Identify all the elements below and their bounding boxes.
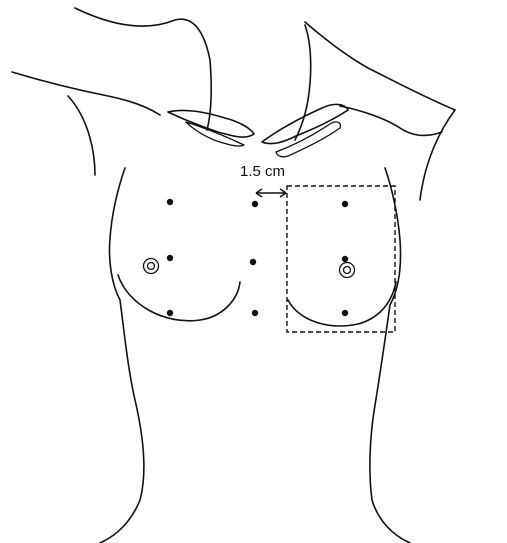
placement-dot bbox=[250, 259, 256, 265]
torso-left-side bbox=[100, 168, 144, 543]
placement-dot bbox=[342, 256, 348, 262]
placement-dot bbox=[252, 310, 258, 316]
left-forearm bbox=[12, 72, 160, 115]
torso-right-side bbox=[370, 168, 410, 543]
right-upper-arm bbox=[295, 25, 311, 140]
right-nipple bbox=[340, 263, 355, 278]
placement-dot bbox=[167, 310, 173, 316]
left-hand bbox=[168, 110, 254, 137]
placement-dot bbox=[342, 310, 348, 316]
placement-dot bbox=[252, 201, 258, 207]
right-breast-outline bbox=[288, 282, 396, 326]
left-breast-outline bbox=[118, 275, 240, 321]
left-armpit-line bbox=[68, 96, 95, 175]
placement-dot bbox=[167, 199, 173, 205]
right-forearm-lower bbox=[340, 106, 442, 135]
measurement-label: 1.5 cm bbox=[240, 163, 285, 180]
measurement-arrow bbox=[256, 189, 286, 197]
left-upper-arm bbox=[75, 8, 211, 130]
placement-dot bbox=[342, 201, 348, 207]
right-hand bbox=[262, 104, 348, 143]
dashed-region-box bbox=[287, 186, 395, 332]
right-armpit-line bbox=[420, 110, 455, 200]
right-forearm bbox=[305, 22, 455, 110]
placement-dot bbox=[167, 255, 173, 261]
left-nipple bbox=[144, 259, 159, 274]
left-hand-finger bbox=[186, 122, 244, 146]
